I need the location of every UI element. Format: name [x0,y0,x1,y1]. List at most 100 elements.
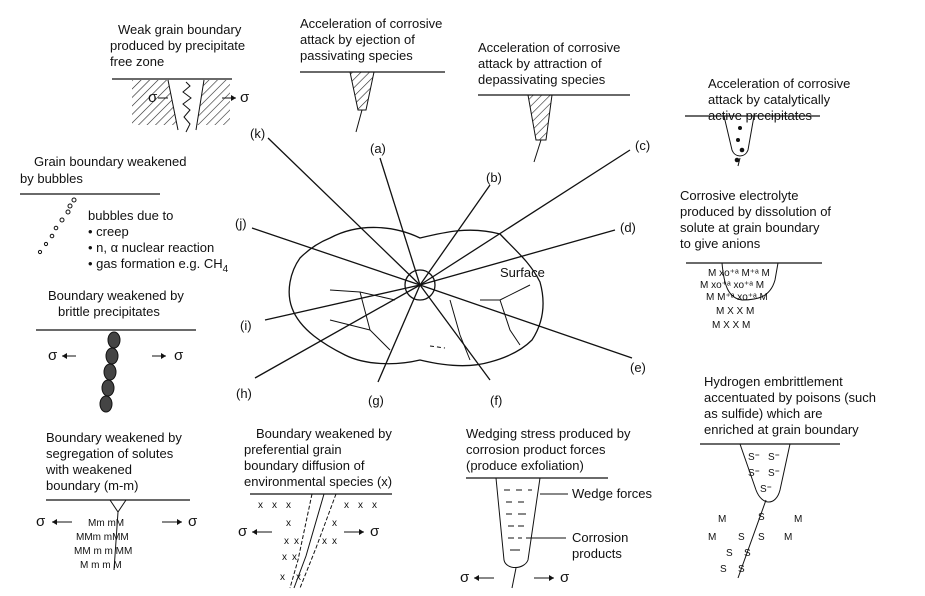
caption-i-1: Boundary weakened by [48,288,184,303]
caption-a-2: attack by ejection of [300,32,415,47]
sigma-i-left: σ [48,347,58,364]
caption-d-1: Corrosive electrolyte [680,188,799,203]
caption-k-3: free zone [110,54,164,69]
central-grain: Surface [288,226,545,367]
svg-text:x: x [322,536,327,547]
svg-text:S: S [758,512,765,523]
d-row-5: M X X M [712,320,750,331]
caption-g-2: preferential grain [244,442,342,457]
sulfide-marks: S⁼S⁼ S⁼S⁼ S⁼ [748,452,780,495]
h-row-1: Mm mM [88,518,124,529]
spoke-b [419,184,491,286]
svg-text:x: x [332,536,337,547]
sigma-h-left: σ [36,513,46,530]
svg-text:x: x [282,552,287,563]
h-row-3: MM m m MM [74,546,132,557]
svg-text:M: M [784,532,792,543]
svg-text:S⁼: S⁼ [748,468,760,479]
svg-text:x: x [280,572,285,583]
svg-text:S: S [720,564,727,575]
letter-i: (i) [240,318,252,333]
letter-h: (h) [236,386,252,401]
sigma-k-left: σ [148,89,158,106]
svg-text:S⁼: S⁼ [768,452,780,463]
panel-a: Acceleration of corrosive attack by ejec… [300,16,445,133]
panel-f: Wedging stress produced by corrosion pro… [460,426,652,589]
spoke-d [419,229,616,286]
panel-j: Grain boundary weakened by bubbles bubbl… [20,154,229,275]
bubbles-item-2: • n, α nuclear reaction [88,240,214,255]
d-row-3: M M⁺ᵃ xo⁺ᵃ M [706,292,768,303]
svg-text:S: S [738,532,745,543]
spoke-c [419,149,631,286]
svg-text:S: S [726,548,733,559]
corrosion-products [504,489,532,551]
svg-text:x: x [286,518,291,529]
panel-i: Boundary weakened by brittle precipitate… [36,288,196,413]
caption-b-1: Acceleration of corrosive [478,40,620,55]
corrosion-label-2: products [572,546,622,561]
brittle-precipitates [99,331,121,413]
panel-e: Hydrogen embrittlement accentuated by po… [700,374,876,579]
svg-text:x: x [296,572,301,583]
spoke-f [419,284,491,381]
h-row-4: M m m M [80,560,122,571]
bubbles-title: bubbles due to [88,208,173,223]
caption-j-2: by bubbles [20,171,83,186]
spoke-e [419,284,633,359]
caption-g-4: environmental species (x) [244,474,392,489]
svg-text:x: x [358,500,363,511]
letter-g: (g) [368,393,384,408]
svg-text:x: x [332,518,337,529]
svg-text:S: S [738,564,745,575]
svg-text:M: M [794,514,802,525]
spokes [251,137,633,383]
caption-k-2: produced by precipitate [110,38,245,53]
caption-a-1: Acceleration of corrosive [300,16,442,31]
d-row-1: M xo⁺ᵃ M⁺ᵃ M [708,268,770,279]
caption-h-3: with weakened [45,462,132,477]
spoke-j [251,227,421,286]
svg-text:S⁼: S⁼ [748,452,760,463]
letter-e: (e) [630,360,646,375]
caption-k-1: Weak grain boundary [118,22,242,37]
svg-text:S: S [758,532,765,543]
sigma-g-right: σ [370,523,380,540]
caption-h-2: segregation of solutes [46,446,174,461]
panel-c: Acceleration of corrosive attack by cata… [685,76,850,167]
bubbles-j [37,197,77,255]
sigma-f-left: σ [460,569,470,586]
spoke-a [379,157,421,286]
bubbles-item-1: • creep [88,224,129,239]
d-row-4: M X X M [716,306,754,317]
spoke-k [267,137,421,286]
svg-text:M: M [718,514,726,525]
svg-text:x: x [258,500,263,511]
panel-h: Boundary weakened by segregation of solu… [36,430,198,571]
panel-b: Acceleration of corrosive attack by attr… [478,40,630,163]
svg-text:x: x [272,500,277,511]
sigma-g-left: σ [238,523,248,540]
caption-d-4: to give anions [680,236,761,251]
caption-g-3: boundary diffusion of [244,458,365,473]
spoke-i [264,284,421,321]
letter-d: (d) [620,220,636,235]
caption-j-1: Grain boundary weakened [34,154,187,169]
svg-text:x: x [372,500,377,511]
svg-text:x: x [286,500,291,511]
spoke-letters: (k) (a) (b) (c) (j) (d) (i) (h) (g) (f) … [235,126,650,408]
svg-text:x: x [344,500,349,511]
h-row-2: MMm mMM [76,532,129,543]
caption-c-1: Acceleration of corrosive [708,76,850,91]
sigma-i-right: σ [174,347,184,364]
caption-c-2: attack by catalytically [708,92,831,107]
svg-text:S: S [744,548,751,559]
letter-c: (c) [635,138,650,153]
caption-i-2: brittle precipitates [58,304,160,319]
caption-e-2: accentuated by poisons (such [704,390,876,405]
svg-text:x: x [292,552,297,563]
caption-b-3: depassivating species [478,72,606,87]
spoke-g [377,284,421,383]
svg-text:x: x [284,536,289,547]
